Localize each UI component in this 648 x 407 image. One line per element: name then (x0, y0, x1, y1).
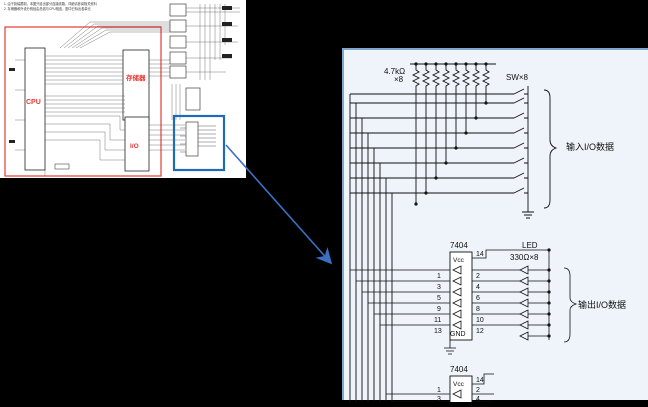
ic2-pin-out-4: 4 (476, 396, 480, 402)
detail-svg: 4.7kΩ ×8 SW×8 输入I/O数据 7404 Vcc GND 14 1 (349, 62, 626, 407)
input-dots (414, 62, 488, 206)
cpu-chip (24, 47, 46, 171)
switches (513, 88, 525, 194)
ic2-name: 7404 (450, 365, 468, 374)
output-io-label: 输出I/O数据 (578, 299, 626, 310)
ic1-pin-in-3: 3 (437, 284, 441, 291)
highlight-region-box (172, 114, 226, 172)
switch-label: SW×8 (506, 73, 529, 82)
ic1-pin-out-6: 6 (476, 295, 480, 302)
ic1-pin-in-5: 5 (437, 295, 441, 302)
highlight-chip (185, 121, 199, 157)
ic1-name: 7404 (450, 241, 468, 250)
input-io-label: 输入I/O数据 (566, 141, 614, 152)
overview-schematic: 1. 由于篇幅限制，本图只给出部分连接线路，详细请参阅相关资料 2. 存储器和外… (0, 0, 246, 178)
ic1-pin-out-8: 8 (476, 306, 480, 313)
led-label: LED (522, 241, 538, 250)
ic2-pin-in-3: 3 (437, 396, 441, 402)
io-label: I/O (130, 143, 139, 150)
ic1-pin-in-9: 9 (437, 306, 441, 313)
highlight-wiring (180, 125, 216, 153)
ic1-wiring (350, 249, 578, 355)
input-circuit (349, 63, 558, 402)
bus-lines (15, 21, 185, 176)
cpu-label: CPU (26, 99, 41, 106)
ic2-pin-in-1: 1 (437, 387, 441, 394)
decoder-chips (169, 3, 201, 111)
ic1-pin-in-13: 13 (434, 328, 442, 335)
resistor-count: ×8 (394, 75, 404, 84)
ic1-pin-in-11: 11 (434, 317, 441, 324)
note-line-2: 2. 存储器和外设分别经由总线与CPU相连，图中已标出各单元 (4, 6, 92, 11)
memory-label: 存储器 (126, 73, 146, 82)
overview-svg: 1. 由于篇幅限制，本图只给出部分连接线路，详细请参阅相关资料 2. 存储器和外… (4, 1, 240, 177)
ic2-pin-vcc: 14 (476, 377, 484, 384)
detail-schematic: 4.7kΩ ×8 SW×8 输入I/O数据 7404 Vcc GND 14 1 (342, 48, 648, 407)
resistor-label: 4.7kΩ (384, 67, 405, 76)
note-line-1: 1. 由于篇幅限制，本图只给出部分连接线路，详细请参阅相关资料 (4, 1, 98, 6)
pullup-resistors (411, 64, 491, 204)
right-wiring (171, 4, 240, 120)
ic2-pin-out-2: 2 (476, 387, 480, 394)
small-components (9, 6, 232, 170)
ic1-pin-vcc: 14 (476, 251, 484, 258)
cpu-region-box (4, 26, 162, 177)
ic2-vcc: Vcc (453, 381, 465, 388)
ic1-pin-out-2: 2 (476, 273, 480, 280)
ic1-pin-out-4: 4 (476, 284, 480, 291)
ic1-dots (547, 248, 551, 338)
ic1-pin-in-1: 1 (437, 273, 441, 280)
led-resistor-label: 330Ω×8 (510, 253, 539, 262)
ic1-pin-out-12: 12 (476, 328, 484, 335)
ic1-pin-out-10: 10 (476, 317, 484, 324)
ic1-gnd: GND (450, 331, 466, 338)
io-chip (124, 116, 150, 172)
ic1-vcc: Vcc (453, 257, 465, 264)
